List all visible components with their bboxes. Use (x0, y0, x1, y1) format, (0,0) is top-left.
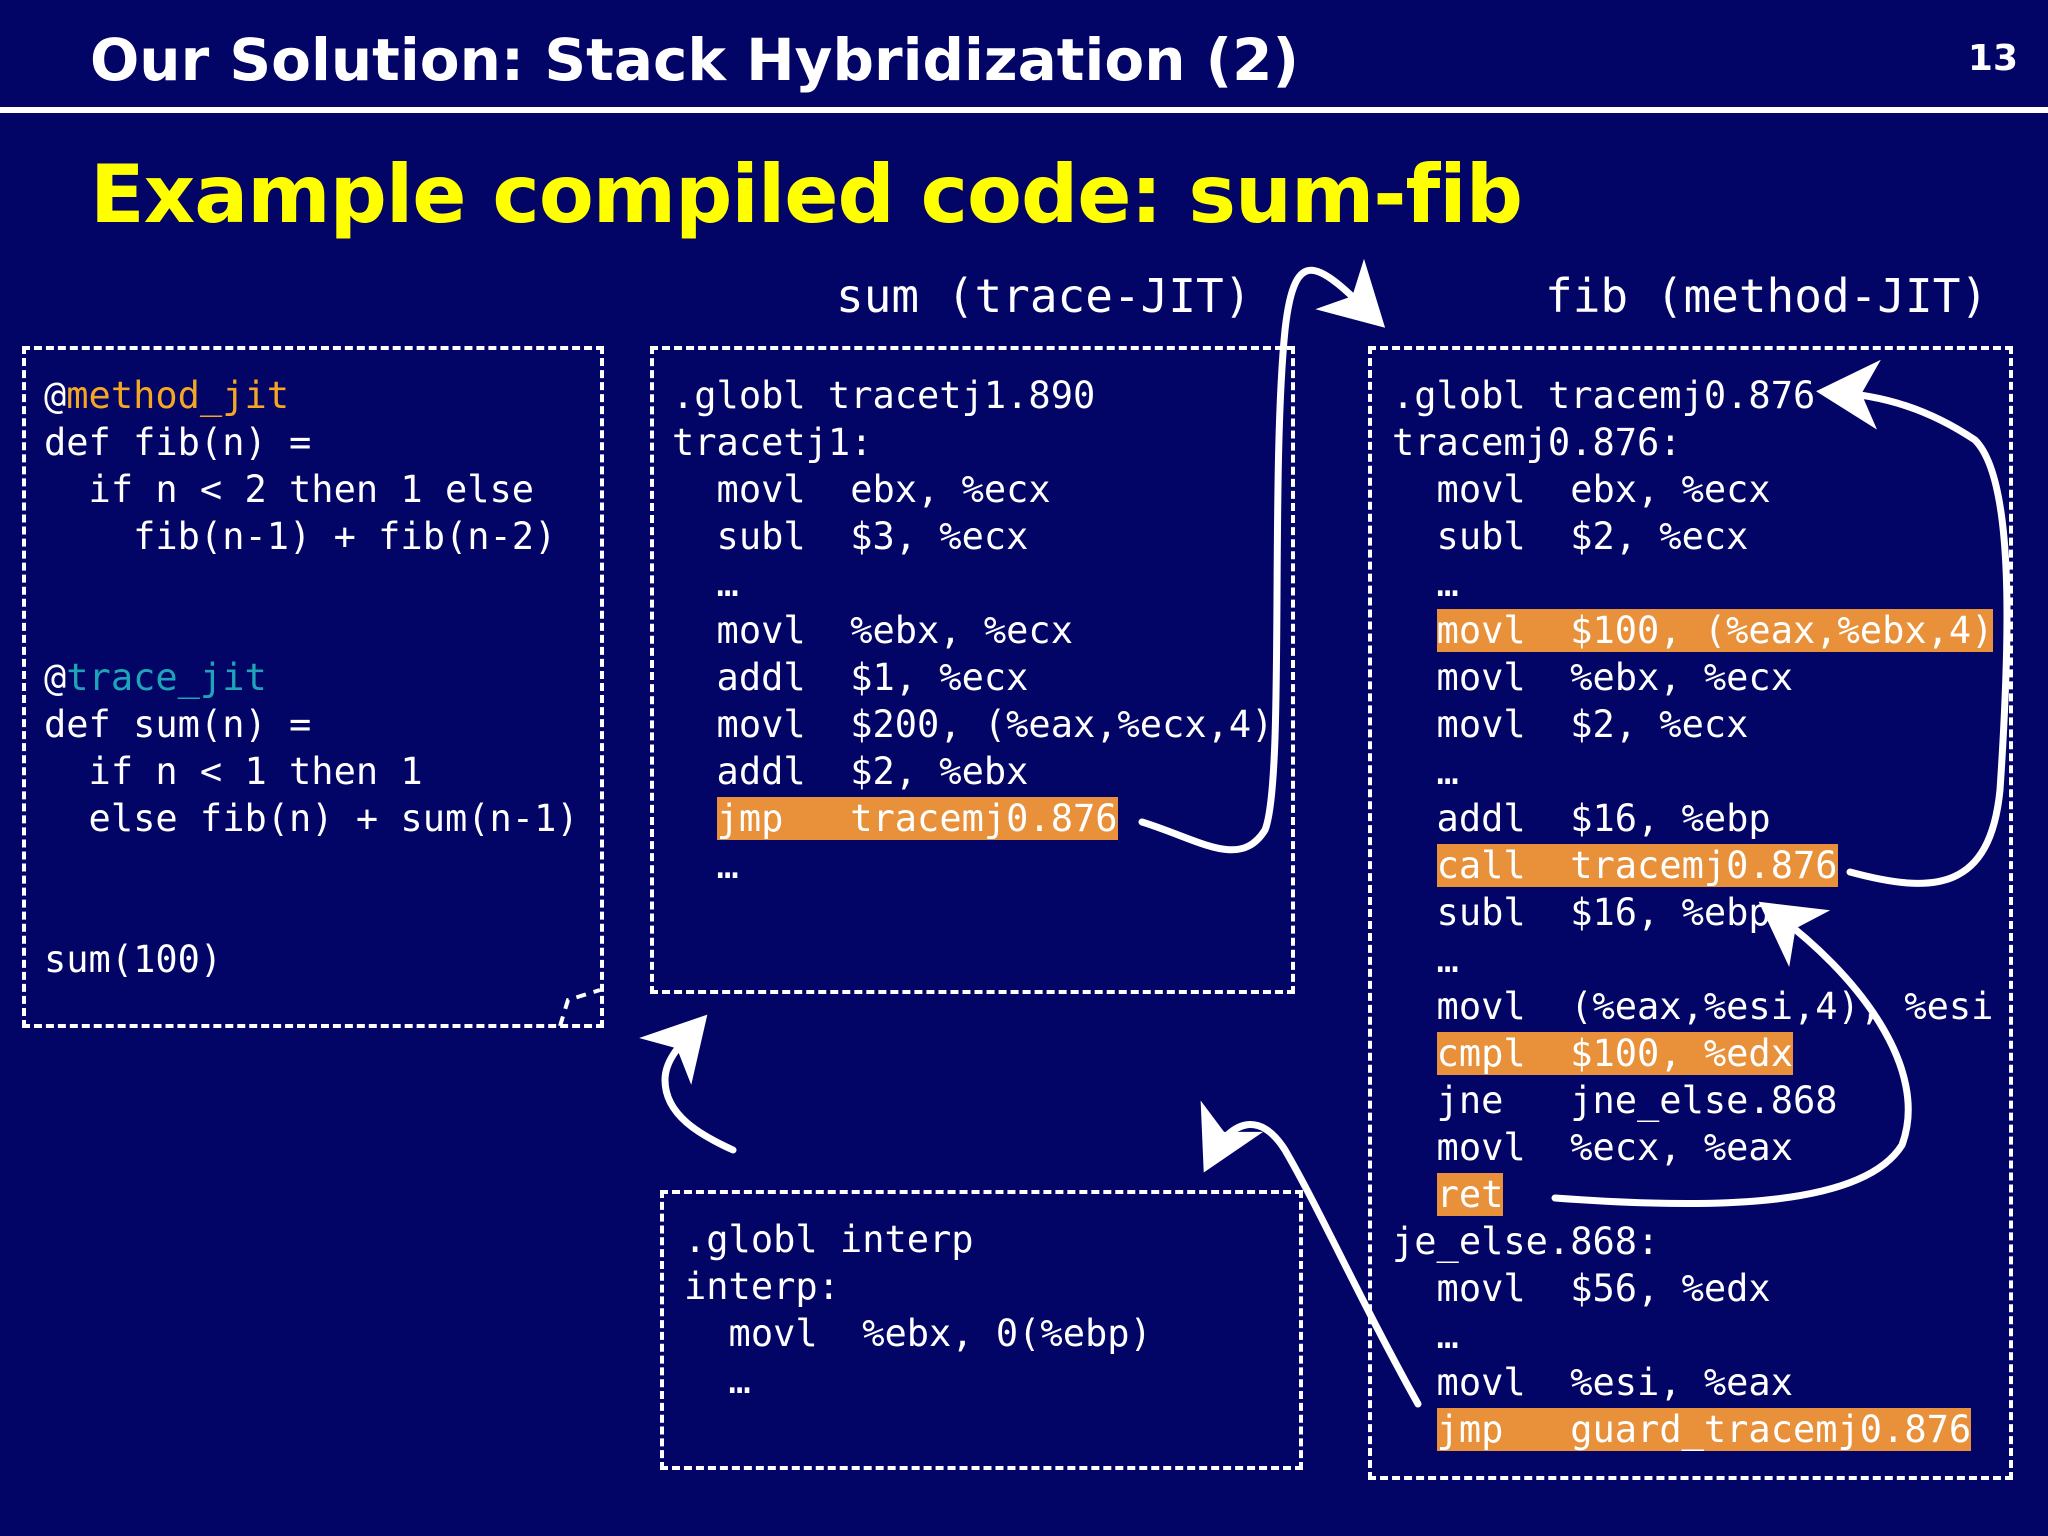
code-line: .globl interp (684, 1218, 974, 1261)
code-line: tracemj0.876: (1392, 421, 1682, 464)
code-indent (1392, 1173, 1437, 1216)
highlighted-instruction: cmpl $100, %edx (1436, 1032, 1793, 1075)
code-line: … (1392, 1314, 1459, 1357)
decorator-name: method_jit (66, 374, 290, 417)
code-line: movl %ebx, %ecx (672, 609, 1073, 652)
code-line: movl %esi, %eax (1392, 1361, 1793, 1404)
code-line: fib(n-1) + fib(n-2) (44, 515, 557, 558)
fib-method-jit-label: fib (method-JIT) (1545, 269, 1989, 323)
code-line: … (684, 1359, 751, 1402)
code-indent (1392, 1032, 1437, 1075)
highlighted-instruction: ret (1436, 1173, 1504, 1216)
code-line (44, 607, 600, 654)
code-line: subl $2, %ecx (1392, 515, 1749, 558)
code-line: jmp tracemj0.876 (672, 795, 1291, 842)
code-line: movl $56, %edx (1392, 1267, 1771, 1310)
code-line: movl %ecx, %eax (1392, 1126, 1793, 1169)
code-line: else fib(n) + sum(n-1) (44, 797, 579, 840)
highlighted-instruction: jmp tracemj0.876 (716, 797, 1118, 840)
decorator-at-sign: @ (44, 374, 67, 417)
highlighted-instruction: call tracemj0.876 (1436, 844, 1838, 887)
code-line: ret (1392, 1171, 2009, 1218)
code-line: @trace_jit (44, 654, 600, 701)
interp-to-trace-arrow (639, 1014, 737, 1154)
code-line: movl $200, (%eax,%ecx,4) (672, 703, 1274, 746)
code-line: movl ebx, %ecx (672, 468, 1051, 511)
code-line: addl $16, %ebp (1392, 797, 1771, 840)
code-line: if n < 2 then 1 else (44, 468, 535, 511)
code-line: jmp guard_tracemj0.876 (1392, 1406, 2009, 1453)
code-line: def sum(n) = (44, 703, 312, 746)
code-line: movl (%eax,%esi,4), %esi (1392, 985, 1994, 1028)
code-line (44, 842, 600, 889)
code-line: movl ebx, %ecx (1392, 468, 1771, 511)
code-line: @method_jit (44, 372, 600, 419)
code-indent (1392, 844, 1437, 887)
code-line: movl %ebx, 0(%ebp) (684, 1312, 1152, 1355)
code-line: subl $3, %ecx (672, 515, 1029, 558)
code-line: movl $2, %ecx (1392, 703, 1749, 746)
code-line: … (1392, 750, 1459, 793)
code-line: … (672, 844, 739, 887)
highlighted-instruction: movl $100, (%eax,%ebx,4) (1436, 609, 1994, 652)
code-line: .globl tracemj0.876 (1392, 374, 1816, 417)
code-line: … (1392, 562, 1459, 605)
code-indent (672, 797, 717, 840)
page-number: 13 (1967, 38, 2018, 79)
code-line: subl $16, %ebp (1392, 891, 1771, 934)
code-line: movl $100, (%eax,%ebx,4) (1392, 607, 2009, 654)
header-divider (0, 107, 2048, 113)
code-line: .globl tracetj1.890 (672, 374, 1096, 417)
code-line: … (672, 562, 739, 605)
code-line: sum(100) (44, 938, 223, 981)
code-line: movl %ebx, %ecx (1392, 656, 1793, 699)
highlighted-instruction: jmp guard_tracemj0.876 (1436, 1408, 1972, 1451)
code-line: interp: (684, 1265, 840, 1308)
code-line: tracetj1: (672, 421, 873, 464)
code-line: jne jne_else.868 (1392, 1079, 1838, 1122)
sum-trace-jit-label: sum (trace-JIT) (836, 269, 1252, 323)
code-line: if n < 1 then 1 (44, 750, 423, 793)
decorator-at-sign: @ (44, 656, 67, 699)
code-line: cmpl $100, %edx (1392, 1030, 2009, 1077)
code-line (44, 560, 600, 607)
code-line: def fib(n) = (44, 421, 312, 464)
code-line: … (1392, 938, 1459, 981)
decorator-name: trace_jit (66, 656, 267, 699)
slide-title: Example compiled code: sum-fib (90, 148, 1523, 241)
code-line: call tracemj0.876 (1392, 842, 2009, 889)
code-line: addl $1, %ecx (672, 656, 1029, 699)
code-line: addl $2, %ebx (672, 750, 1029, 793)
header-title: Our Solution: Stack Hybridization (2) (90, 26, 1300, 94)
code-indent (1392, 1408, 1437, 1451)
code-line (44, 889, 600, 936)
code-line: je_else.868: (1392, 1220, 1660, 1263)
code-indent (1392, 609, 1437, 652)
